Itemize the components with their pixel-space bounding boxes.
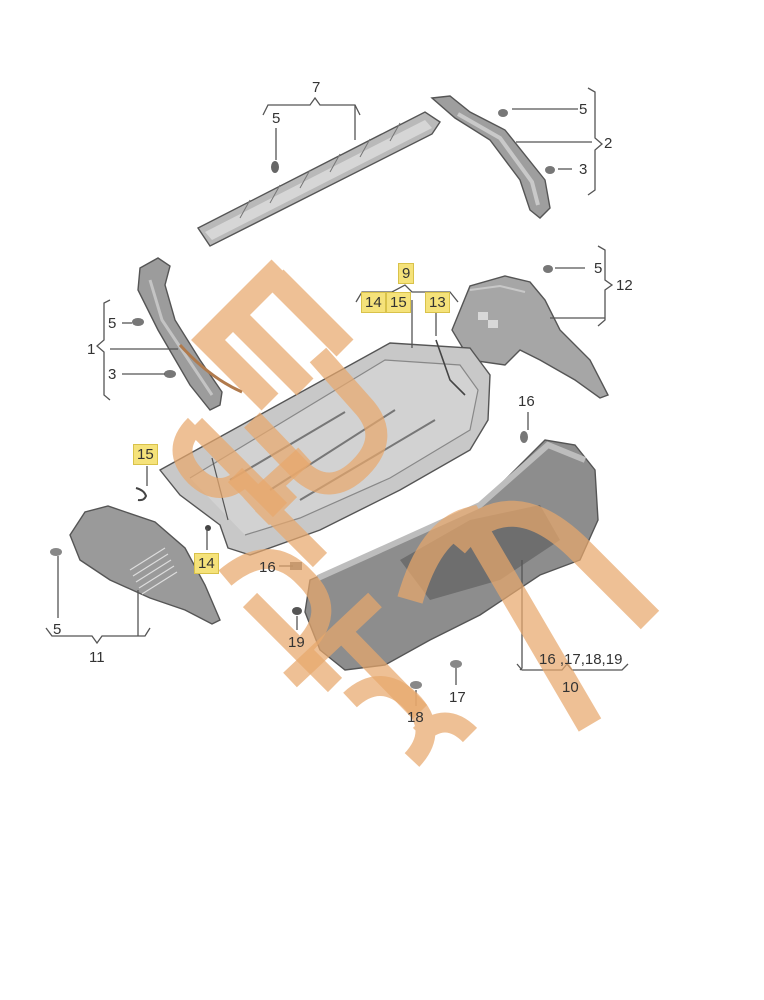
part-11-left-side-trim — [50, 487, 221, 625]
callout-19: 19 — [288, 634, 305, 651]
callout-10: 10 — [562, 679, 579, 696]
callout-17: 17 — [449, 689, 466, 706]
callout-2-sub-5: 5 — [579, 101, 588, 118]
callout-9-sub-15: 15 — [386, 292, 411, 313]
callout-1: 1 — [87, 341, 96, 358]
callout-14: 14 — [194, 553, 219, 574]
part-12-right-side-trim — [451, 265, 609, 399]
callout-7-sub-5: 5 — [272, 110, 281, 127]
callout-16-top: 16 — [518, 393, 535, 410]
callout-15: 15 — [133, 444, 158, 465]
callout-12-sub-5: 5 — [594, 260, 603, 277]
callout-2: 2 — [604, 135, 613, 152]
part-7-cross-trim — [196, 111, 441, 247]
callout-7: 7 — [312, 79, 321, 96]
callout-1-sub-3: 3 — [108, 366, 117, 383]
callout-9-sub-13: 13 — [425, 292, 450, 313]
watermark — [172, 259, 660, 767]
callout-10-group: 16 ,17,18,19 — [539, 651, 623, 668]
callout-2-sub-3: 3 — [579, 161, 588, 178]
callout-9-sub-14: 14 — [361, 292, 386, 313]
part-2-right-pillar-trim — [430, 95, 555, 219]
callout-1-sub-5: 5 — [108, 315, 117, 332]
callout-9: 9 — [398, 263, 415, 284]
callout-11: 11 — [89, 649, 105, 666]
callout-16-left: 16 — [259, 559, 276, 576]
callout-12: 12 — [616, 277, 633, 294]
callout-11-sub-5: 5 — [53, 621, 62, 638]
callout-18: 18 — [407, 709, 424, 726]
part-1-left-pillar-trim — [132, 257, 243, 411]
